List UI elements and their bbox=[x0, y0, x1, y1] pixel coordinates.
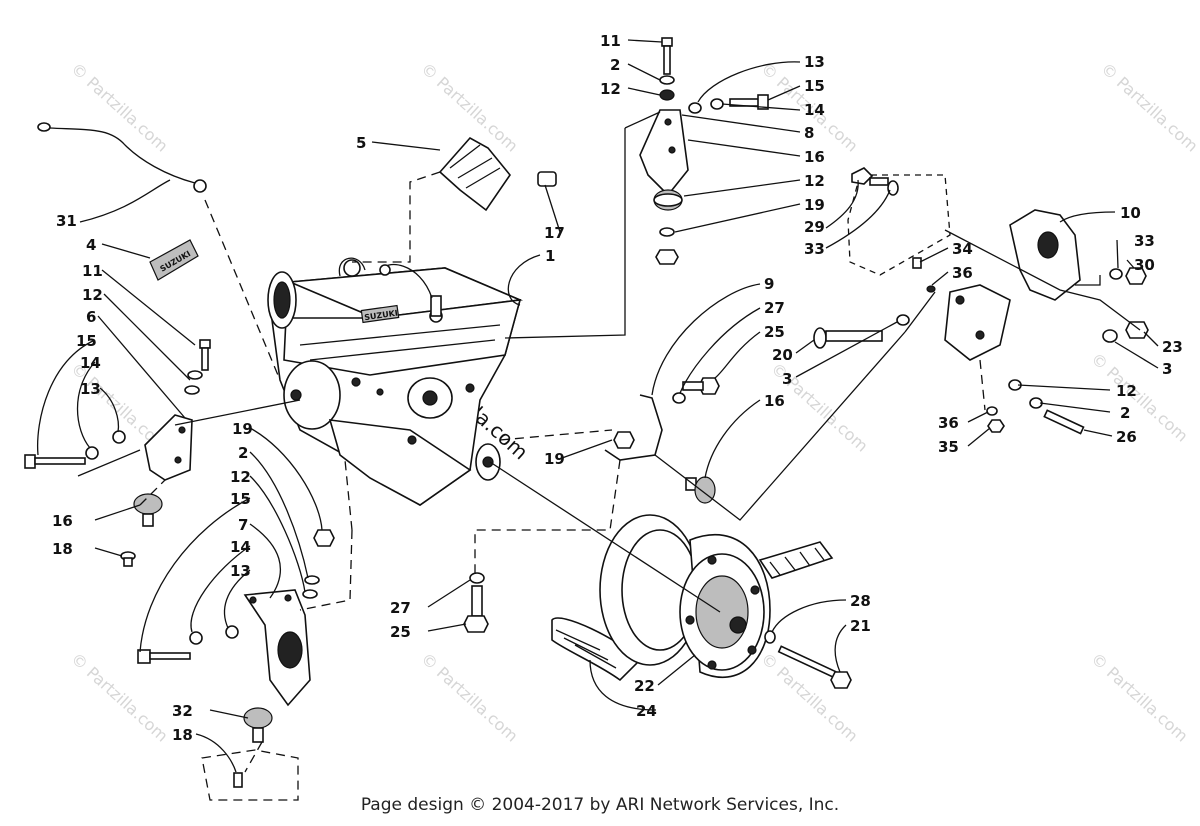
callout: 7 bbox=[238, 516, 248, 534]
callout: 30 bbox=[1134, 256, 1155, 274]
watermark: © Partzilla.com bbox=[1087, 649, 1191, 746]
steering-bracket bbox=[813, 167, 1149, 435]
callout: 15 bbox=[230, 490, 251, 508]
callout: 4 bbox=[86, 236, 96, 254]
left-mount bbox=[24, 339, 211, 567]
callout: 23 bbox=[1162, 338, 1183, 356]
callout: 21 bbox=[850, 617, 871, 635]
callout: 15 bbox=[76, 332, 97, 350]
leader-lines bbox=[36, 39, 1159, 773]
callout: 28 bbox=[850, 592, 871, 610]
callout: 18 bbox=[172, 726, 193, 744]
callout: 19 bbox=[232, 420, 253, 438]
callout: 16 bbox=[764, 392, 785, 410]
callout: 35 bbox=[938, 438, 959, 456]
callout: 27 bbox=[390, 599, 411, 617]
callout: 25 bbox=[390, 623, 411, 641]
callout: 14 bbox=[804, 101, 825, 119]
callout: 2 bbox=[238, 444, 248, 462]
callout: 2 bbox=[610, 56, 620, 74]
callout: 11 bbox=[600, 32, 621, 50]
callout: 26 bbox=[1116, 428, 1137, 446]
callout: 12 bbox=[600, 80, 621, 98]
decal-part: SUZUKI bbox=[149, 239, 199, 281]
lower-mount bbox=[137, 529, 335, 801]
callout: 1 bbox=[545, 247, 555, 265]
callout: 29 bbox=[804, 218, 825, 236]
callout: 16 bbox=[52, 512, 73, 530]
watermark: © Partzilla.com bbox=[417, 649, 521, 746]
callout: 12 bbox=[230, 468, 251, 486]
callout: 14 bbox=[230, 538, 251, 556]
callout: 27 bbox=[764, 299, 785, 317]
copyright-footer: Page design © 2004-2017 by ARI Network S… bbox=[360, 795, 840, 815]
callout: 25 bbox=[764, 323, 785, 341]
callout: 20 bbox=[772, 346, 793, 364]
callout: 36 bbox=[952, 264, 973, 282]
ground-cable bbox=[37, 122, 207, 193]
callout: 12 bbox=[1116, 382, 1137, 400]
callout: 12 bbox=[82, 286, 103, 304]
watermark: © Partzilla.com bbox=[67, 59, 171, 156]
callout: 10 bbox=[1120, 204, 1141, 222]
callout: 3 bbox=[782, 370, 792, 388]
callout: 18 bbox=[52, 540, 73, 558]
callout: 2 bbox=[1120, 404, 1130, 422]
callout: 12 bbox=[804, 172, 825, 190]
callout: 36 bbox=[938, 414, 959, 432]
callout: 33 bbox=[1134, 232, 1155, 250]
callout: 9 bbox=[764, 275, 774, 293]
callout: 16 bbox=[804, 148, 825, 166]
clutch-assembly bbox=[551, 514, 852, 689]
callout: 6 bbox=[86, 308, 96, 326]
callout: 14 bbox=[80, 354, 101, 372]
watermark: © Partzilla.com bbox=[67, 649, 171, 746]
watermark: © Partzilla.com bbox=[1087, 349, 1191, 446]
callout: 19 bbox=[544, 450, 565, 468]
callout: 17 bbox=[544, 224, 565, 242]
assembly-lines bbox=[139, 111, 1141, 773]
callout: 19 bbox=[804, 196, 825, 214]
callout: 13 bbox=[80, 380, 101, 398]
top-mount bbox=[639, 37, 769, 265]
callouts: 11 2 12 13 15 14 8 16 12 19 29 33 5 17 1… bbox=[52, 32, 1183, 744]
callout: 11 bbox=[82, 262, 103, 280]
callout: 5 bbox=[356, 134, 366, 152]
callout: 31 bbox=[56, 212, 77, 230]
callout: 22 bbox=[634, 677, 655, 695]
callout: 13 bbox=[804, 53, 825, 71]
bracket-5 bbox=[438, 136, 557, 212]
engine: SUZUKI bbox=[267, 257, 524, 506]
callout: 15 bbox=[804, 77, 825, 95]
callout: 24 bbox=[636, 702, 657, 720]
callout: 13 bbox=[230, 562, 251, 580]
callout: 32 bbox=[172, 702, 193, 720]
callout: 3 bbox=[1162, 360, 1172, 378]
callout: 33 bbox=[804, 240, 825, 258]
watermark: © Partzilla.com bbox=[1097, 59, 1200, 156]
callout: 8 bbox=[804, 124, 814, 142]
callout: 34 bbox=[952, 240, 973, 258]
